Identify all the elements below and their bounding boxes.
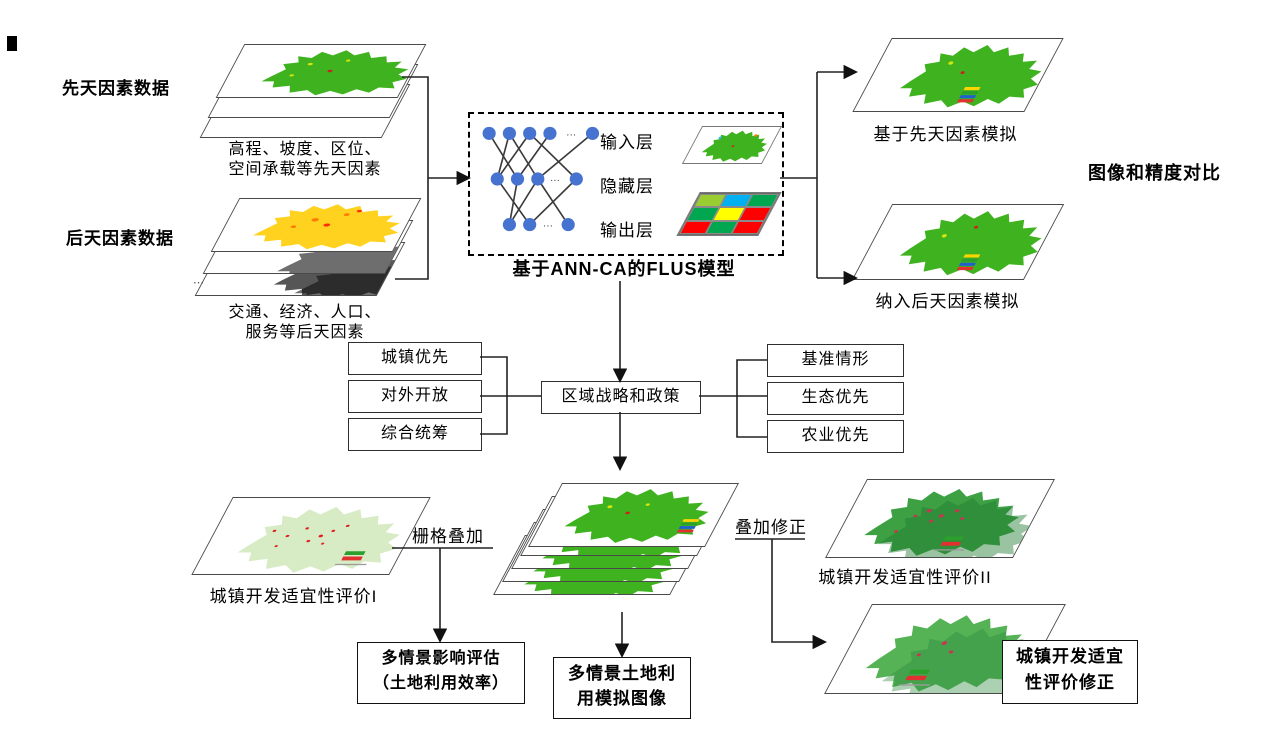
- grid-cell: [745, 194, 779, 208]
- sim-acquired-caption: 纳入后天因素模拟: [875, 292, 1020, 311]
- hidden-layer-label: 隐藏层: [600, 177, 654, 196]
- suitability1-sheet: [191, 497, 431, 575]
- acquired-caption: 交通、经济、人口、 服务等后天因素: [205, 303, 405, 343]
- innate-data-label: 先天因素数据: [62, 79, 170, 98]
- hidden-row-dots: ···: [550, 175, 560, 186]
- input-layer-label: 输入层: [600, 133, 654, 152]
- ann-network-diagram: ··· ··· ···: [478, 122, 630, 236]
- sim-innate-caption: 基于先天因素模拟: [873, 125, 1018, 144]
- suitability2-caption: 城镇开发适宜性评价II: [818, 568, 992, 587]
- acquired-caption-line2: 服务等后天因素: [245, 324, 365, 341]
- ann-nodes: [482, 126, 600, 232]
- acquired-data-label: 后天因素数据: [66, 229, 174, 248]
- sim-box-line1: 多情景土地利: [568, 664, 676, 683]
- flus-minimap-sheet: [681, 126, 783, 164]
- innate-caption-line1: 高程、坡度、区位、: [228, 141, 382, 158]
- scenario-top-map: [530, 484, 738, 546]
- innate-map: [217, 45, 425, 97]
- output-layer-label: 输出层: [600, 221, 654, 240]
- red-speckles: [893, 509, 965, 533]
- impact-box-line2: （土地利用效率）: [372, 675, 509, 692]
- flus-model-title: 基于ANN-CA的FLUS模型: [512, 259, 736, 279]
- left-policy-bracket: [480, 356, 508, 435]
- compare-label: 图像和精度对比: [1088, 163, 1221, 183]
- suitability2-sheet: [824, 479, 1056, 558]
- acquired-map-yellow: [212, 199, 420, 251]
- scenario-sheet-1: [527, 483, 740, 547]
- sim-box-line2: 用模拟图像: [577, 689, 667, 708]
- overlay-fix-label: 叠加修正: [735, 518, 807, 537]
- input-row-dots: ···: [566, 129, 576, 140]
- scenario-box-ecology-priority: 生态优先: [767, 382, 904, 415]
- impact-box-line1: 多情景影响评估: [381, 650, 501, 667]
- fix-box-line2: 性评价修正: [1025, 673, 1115, 692]
- fixed-suitability-map: [826, 605, 1065, 693]
- sim-innate-map: [854, 39, 1062, 111]
- acquired-ellipsis: ⋯: [193, 277, 205, 289]
- fixed-suitability-sheet: [824, 604, 1066, 694]
- sim-innate-sheet: [852, 38, 1064, 112]
- acquired-sheet-1: [210, 198, 422, 252]
- innate-sheet-1: [215, 44, 427, 98]
- scenario-box-baseline: 基准情形: [767, 344, 904, 377]
- innate-caption: 高程、坡度、区位、 空间承载等先天因素: [205, 140, 405, 180]
- suitability1-map: [193, 498, 429, 574]
- red-speckles: [916, 641, 954, 657]
- fix-evaluation-box: 城镇开发适宜 性评价修正: [1002, 640, 1138, 704]
- innate-caption-line2: 空间承载等先天因素: [228, 161, 382, 178]
- arrow-overlay-to-fixed-map: [771, 539, 827, 650]
- raster-overlay-label: 栅格叠加: [412, 527, 484, 546]
- sim-acquired-map: [853, 205, 1062, 279]
- flus-minimap: [683, 127, 780, 163]
- impact-assessment-box: 多情景影响评估 （土地利用效率）: [357, 642, 525, 704]
- suitability1-caption: 城镇开发适宜性评价I: [209, 587, 378, 606]
- acquired-caption-line1: 交通、经济、人口、: [228, 304, 382, 321]
- right-policy-bracket: [736, 359, 767, 438]
- scenario-box-agriculture-priority: 农业优先: [767, 420, 904, 453]
- suitability2-map: [827, 480, 1054, 557]
- red-speckles: [272, 524, 350, 548]
- fix-box-line1: 城镇开发适宜: [1016, 647, 1124, 666]
- output-row-dots: ···: [543, 221, 553, 232]
- policy-box-opening-up: 对外开放: [348, 380, 482, 413]
- corner-mark: [7, 36, 17, 51]
- policy-box-comprehensive: 综合统筹: [348, 418, 482, 451]
- grid-cell: [731, 220, 765, 234]
- policy-box-urban-priority: 城镇优先: [348, 342, 482, 375]
- strategy-policy-box: 区域战略和政策: [541, 381, 701, 414]
- ann-edges: [488, 132, 594, 226]
- grid-cell: [738, 207, 772, 221]
- simulation-images-box: 多情景土地利 用模拟图像: [553, 657, 691, 719]
- sim-acquired-sheet: [851, 204, 1065, 280]
